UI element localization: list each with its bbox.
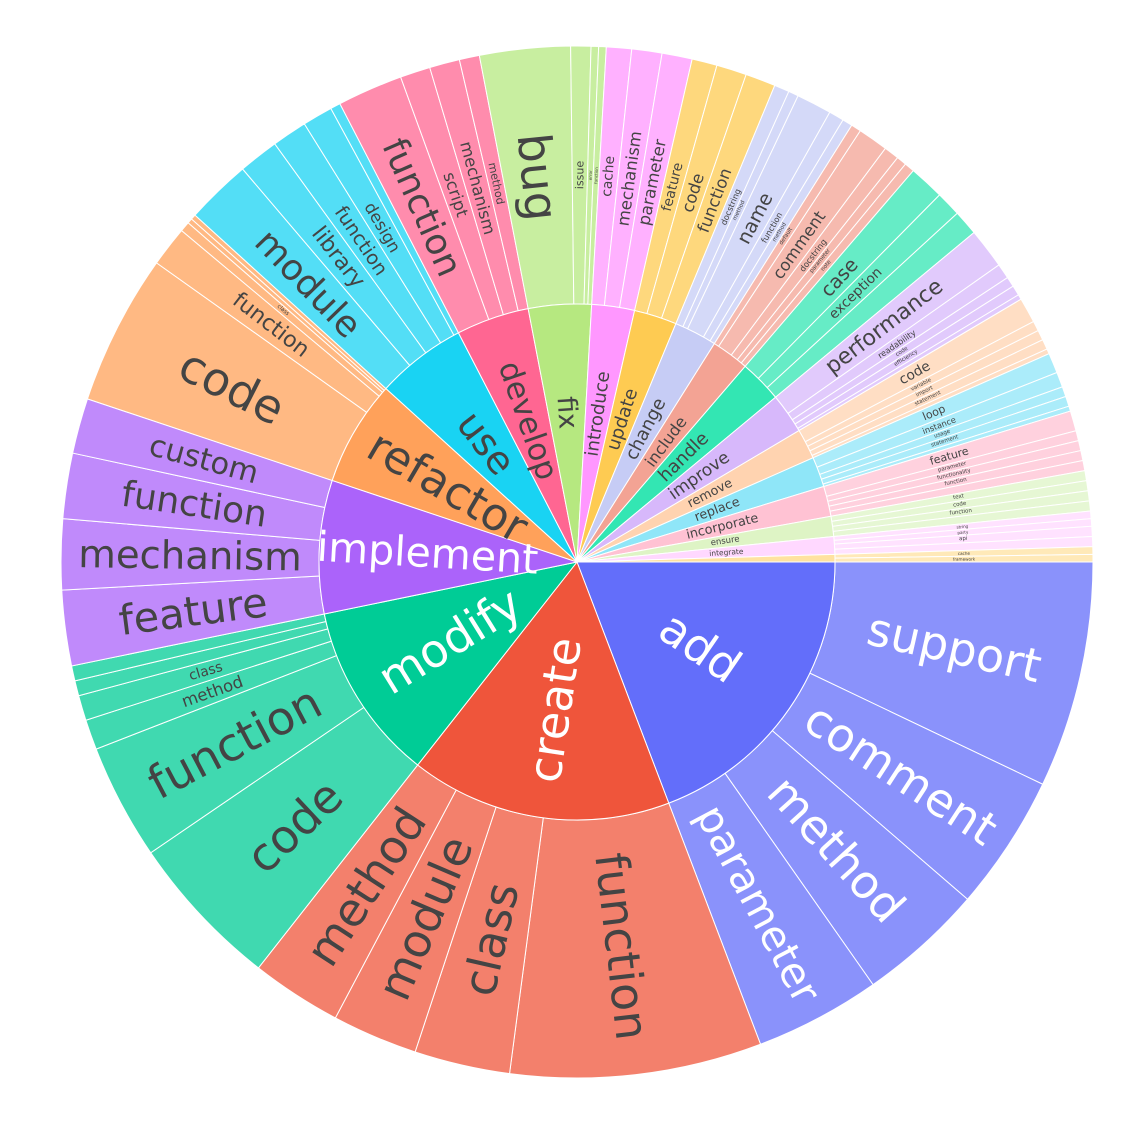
segment-refactor[interactable] <box>331 387 578 563</box>
segment-label-introduce-cache-0: cache <box>599 155 618 197</box>
segment-label-fix-error-2: error <box>588 170 593 180</box>
segment-create[interactable] <box>417 560 670 821</box>
segment-label-implement-mechanism-1: mechanism <box>78 532 302 580</box>
segment-modify[interactable] <box>323 561 579 766</box>
segment-add[interactable] <box>576 561 836 804</box>
segment-label-fix-bug-0: bug <box>507 131 570 224</box>
segment-label-ensure-code-1: code <box>953 501 968 509</box>
segment-label-fix-function-3: function <box>593 167 599 184</box>
segment-label-integrate-api-2: api <box>959 536 968 543</box>
segment-label-incorporate-function-3: function <box>944 477 968 488</box>
segment-label-replace-usage-2: usage <box>933 428 951 439</box>
inner-ring <box>318 303 836 821</box>
outer-ring <box>60 45 1094 1079</box>
segment-label-fix-issue-1: issue <box>573 161 586 190</box>
segment-label-integrate-string-0: string <box>956 524 969 530</box>
segment-label-check-framework-1: framework <box>953 557 976 562</box>
segment-check[interactable] <box>576 553 836 563</box>
segment-label-integrate-party-1: party <box>957 529 969 535</box>
segment-label-integrate: integrate <box>709 547 744 558</box>
segment-label-ensure: ensure <box>710 534 740 548</box>
segment-label-ensure-function-2: function <box>949 508 973 517</box>
segment-label-check-cache-0: cache <box>958 551 971 556</box>
segment-label-ensure-text-0: text <box>953 493 966 501</box>
segment-label-fix: fix <box>550 395 583 430</box>
segment-implement[interactable] <box>318 479 579 615</box>
